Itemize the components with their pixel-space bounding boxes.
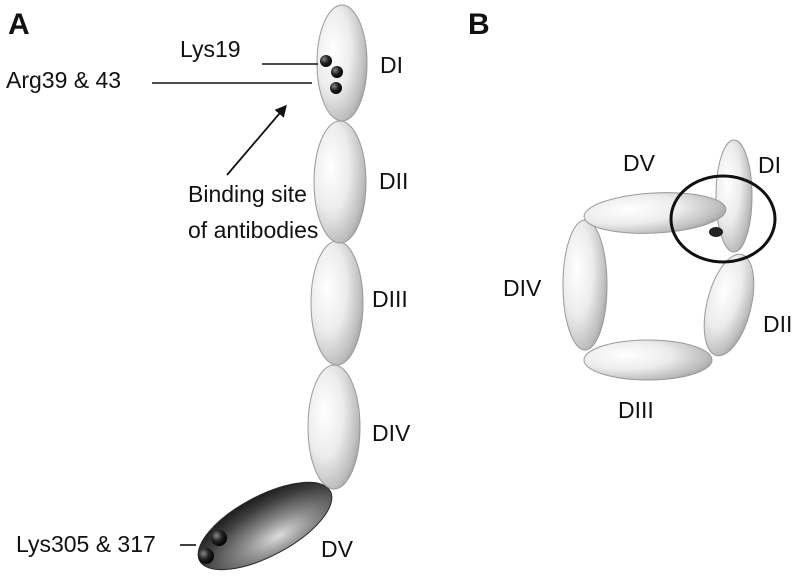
- panel-a: A Lys19 Arg39 & 43 Lys305 & 317 Binding …: [6, 4, 411, 571]
- contact-patch: [709, 227, 723, 237]
- lys305-317-label: Lys305 & 317: [16, 531, 156, 557]
- arg39-43-label: Arg39 & 43: [6, 67, 121, 93]
- arg39-sphere: [331, 66, 343, 78]
- lys19-sphere: [320, 55, 332, 67]
- panel-b-letter: B: [468, 8, 490, 41]
- binding-site-circle: [669, 174, 777, 264]
- panel-b-label-di: DI: [758, 152, 781, 178]
- domain-dv-ellipse: [197, 481, 333, 571]
- binding-site-label-line2: of antibodies: [188, 217, 318, 243]
- panel-b-label-dv: DV: [623, 150, 656, 176]
- panel-a-label-diii: DIII: [372, 286, 408, 312]
- panel-b-label-diii: DIII: [618, 397, 654, 423]
- binding-site-label-line1: Binding site: [188, 181, 307, 207]
- panel-a-label-dv: DV: [321, 536, 354, 562]
- panel-b-label-dii: DII: [763, 311, 792, 337]
- lys317-sphere: [198, 548, 214, 564]
- domain-div-ellipse: [307, 364, 361, 490]
- domain-b-di-ellipse: [715, 139, 753, 253]
- domain-b-dv-ellipse: [583, 192, 727, 234]
- domain-b-dii-ellipse: [703, 253, 755, 357]
- panel-a-label-dii: DII: [379, 168, 408, 194]
- domain-diii-ellipse: [310, 240, 364, 366]
- panel-b-label-div: DIV: [503, 275, 542, 301]
- panel-b: B DI DII DIII DIV DV: [468, 8, 792, 423]
- panel-a-letter: A: [8, 8, 30, 41]
- domain-di-ellipse: [316, 4, 368, 122]
- panel-a-label-div: DIV: [372, 420, 411, 446]
- domain-b-div-ellipse: [562, 219, 608, 351]
- arg43-sphere: [330, 82, 342, 94]
- domain-b-diii-ellipse: [583, 339, 713, 381]
- panel-a-label-di: DI: [380, 52, 403, 78]
- lys19-label: Lys19: [180, 36, 241, 62]
- binding-site-arrow: [226, 104, 287, 176]
- domain-dii-ellipse: [313, 120, 367, 244]
- lys305-sphere: [211, 530, 227, 546]
